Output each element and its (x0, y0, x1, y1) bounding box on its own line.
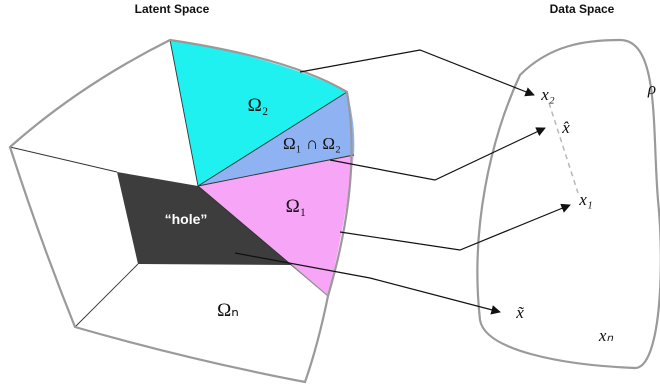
region-hole (117, 172, 292, 265)
xhat-label: x̂ (561, 118, 570, 137)
arrow-intersection-to-xhat (329, 127, 546, 181)
intersection-label: Ω₁ ∩ Ω₂ (283, 134, 341, 153)
interpolation-dashed-line (548, 102, 579, 194)
x1-label: x₁ (578, 190, 592, 209)
hole-label: “hole” (165, 211, 208, 227)
latent-space-boundary (8, 38, 353, 384)
latent-space-title: Latent Space (135, 2, 210, 16)
arrow-hole-to-xtilde (234, 252, 501, 315)
arrow-omega1-to-x1 (339, 203, 571, 251)
omega2-label: Ω₂ (248, 95, 269, 116)
data-space-title: Data Space (550, 2, 615, 16)
data-space-boundary (476, 38, 660, 370)
xtilde-label: x̃ (515, 303, 524, 322)
latent-light-edges (291, 264, 329, 297)
mapping-arrows (234, 49, 571, 315)
arrow-omega2-to-x2 (299, 49, 535, 97)
rho-label: ρ (647, 79, 656, 98)
x2-label: x₂ (540, 85, 555, 104)
omega1-label: Ω₁ (286, 196, 307, 217)
region-omega1 (198, 155, 354, 296)
xn-label: xₙ (598, 326, 614, 345)
omegan-label: Ωₙ (217, 300, 239, 321)
region-omega2 (170, 40, 347, 186)
